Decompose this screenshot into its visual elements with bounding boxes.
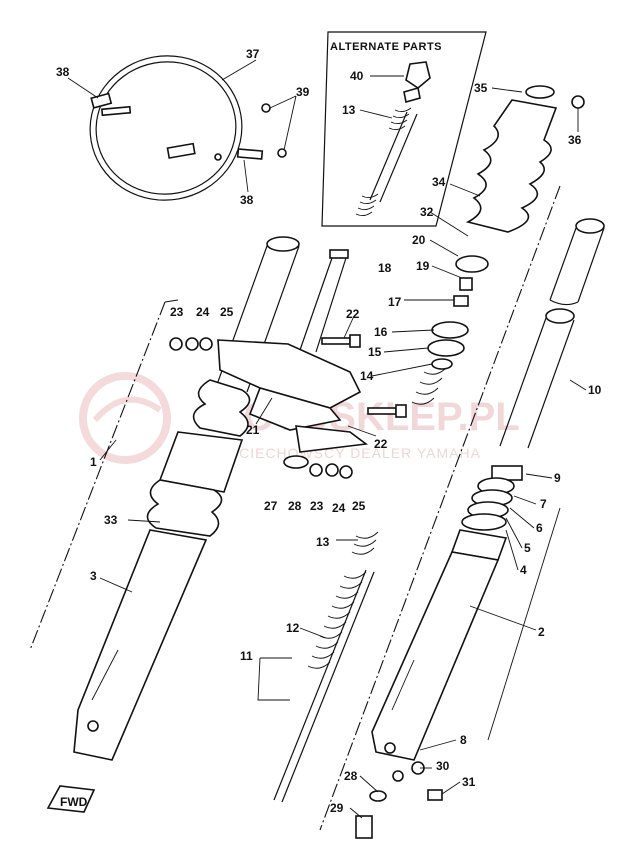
label-21: 21: [246, 423, 260, 437]
label-15: 15: [368, 345, 382, 359]
label-5: 5: [524, 541, 531, 555]
label-11: 11: [240, 649, 253, 663]
part-37-wire-ring: [89, 55, 287, 201]
alternate-parts-title: ALTERNATE PARTS: [330, 41, 442, 53]
part-3-left-outer-tube: [73, 529, 208, 761]
part-2-right-outer-tube: [371, 551, 500, 782]
label-31: 31: [462, 775, 476, 789]
label-40: 40: [350, 69, 364, 83]
left-fork-boot: [146, 379, 251, 537]
label-13: 13: [316, 535, 330, 549]
label-3: 3: [90, 569, 97, 583]
label-8b: 8: [460, 733, 467, 747]
part-40-cap: [403, 61, 431, 104]
label-7: 7: [540, 497, 547, 511]
bottom-nuts-23-24-25: [309, 463, 353, 479]
right-seal-stack: [450, 465, 523, 561]
label-30: 30: [436, 759, 450, 773]
label-12: 12: [286, 621, 300, 635]
label-6: 6: [536, 521, 543, 535]
label-1: 1: [90, 455, 97, 469]
label-27: 27: [264, 499, 278, 513]
part-22-bolts: [321, 334, 407, 418]
part-21-steering-stem: [217, 249, 369, 469]
label-33: 33: [104, 513, 118, 527]
label-37: 37: [246, 47, 260, 61]
part-1-bracket: [29, 301, 166, 651]
alternate-parts-box: ALTERNATE PARTS: [321, 31, 487, 227]
label-39: 39: [296, 85, 310, 99]
label-36: 36: [568, 133, 582, 147]
label-2: 2: [538, 625, 545, 639]
label-17: 17: [388, 295, 402, 309]
top-nuts-23-24-25: [169, 337, 213, 351]
bottom-bolts: [355, 761, 443, 839]
label-16: 16: [374, 325, 388, 339]
label-13-alt: 13: [342, 103, 356, 117]
part-labels: 38 37 39 38 40 13 35 36 34 32 20 18 19 1…: [56, 47, 602, 815]
label-28a: 28: [288, 499, 302, 513]
leader-lines: [67, 59, 587, 819]
label-28b: 28: [344, 769, 358, 783]
label-23b: 23: [310, 499, 324, 513]
right-dash-line: [319, 185, 561, 831]
right-spring-stack: [411, 255, 489, 405]
label-10: 10: [588, 383, 602, 397]
label-22a: 22: [346, 307, 360, 321]
label-20: 20: [412, 233, 426, 247]
label-38b: 38: [240, 193, 254, 207]
label-18: 18: [378, 261, 392, 275]
label-19: 19: [416, 259, 430, 273]
label-29: 29: [330, 801, 344, 815]
part-34-right-boot: [465, 85, 585, 233]
label-24b: 24: [332, 501, 346, 515]
watermark-sub: WOJCIECHOWSCY DEALER YAMAHA: [205, 445, 481, 461]
part-10-right-tube: [499, 218, 605, 449]
label-38a: 38: [56, 65, 70, 79]
label-23a: 23: [170, 305, 184, 319]
fwd-arrow: FWD: [46, 785, 96, 813]
label-24a: 24: [196, 305, 210, 319]
label-34: 34: [432, 175, 446, 189]
label-35: 35: [474, 81, 488, 95]
label-4: 4: [520, 563, 527, 577]
label-22b: 22: [374, 437, 388, 451]
label-9: 9: [554, 471, 561, 485]
label-32: 32: [420, 205, 434, 219]
label-25a: 25: [220, 305, 234, 319]
damper-rod: [273, 531, 379, 803]
fwd-label: FWD: [60, 795, 88, 809]
part-13-alt-spring: [355, 107, 418, 217]
label-25b: 25: [352, 499, 366, 513]
label-14: 14: [360, 369, 374, 383]
